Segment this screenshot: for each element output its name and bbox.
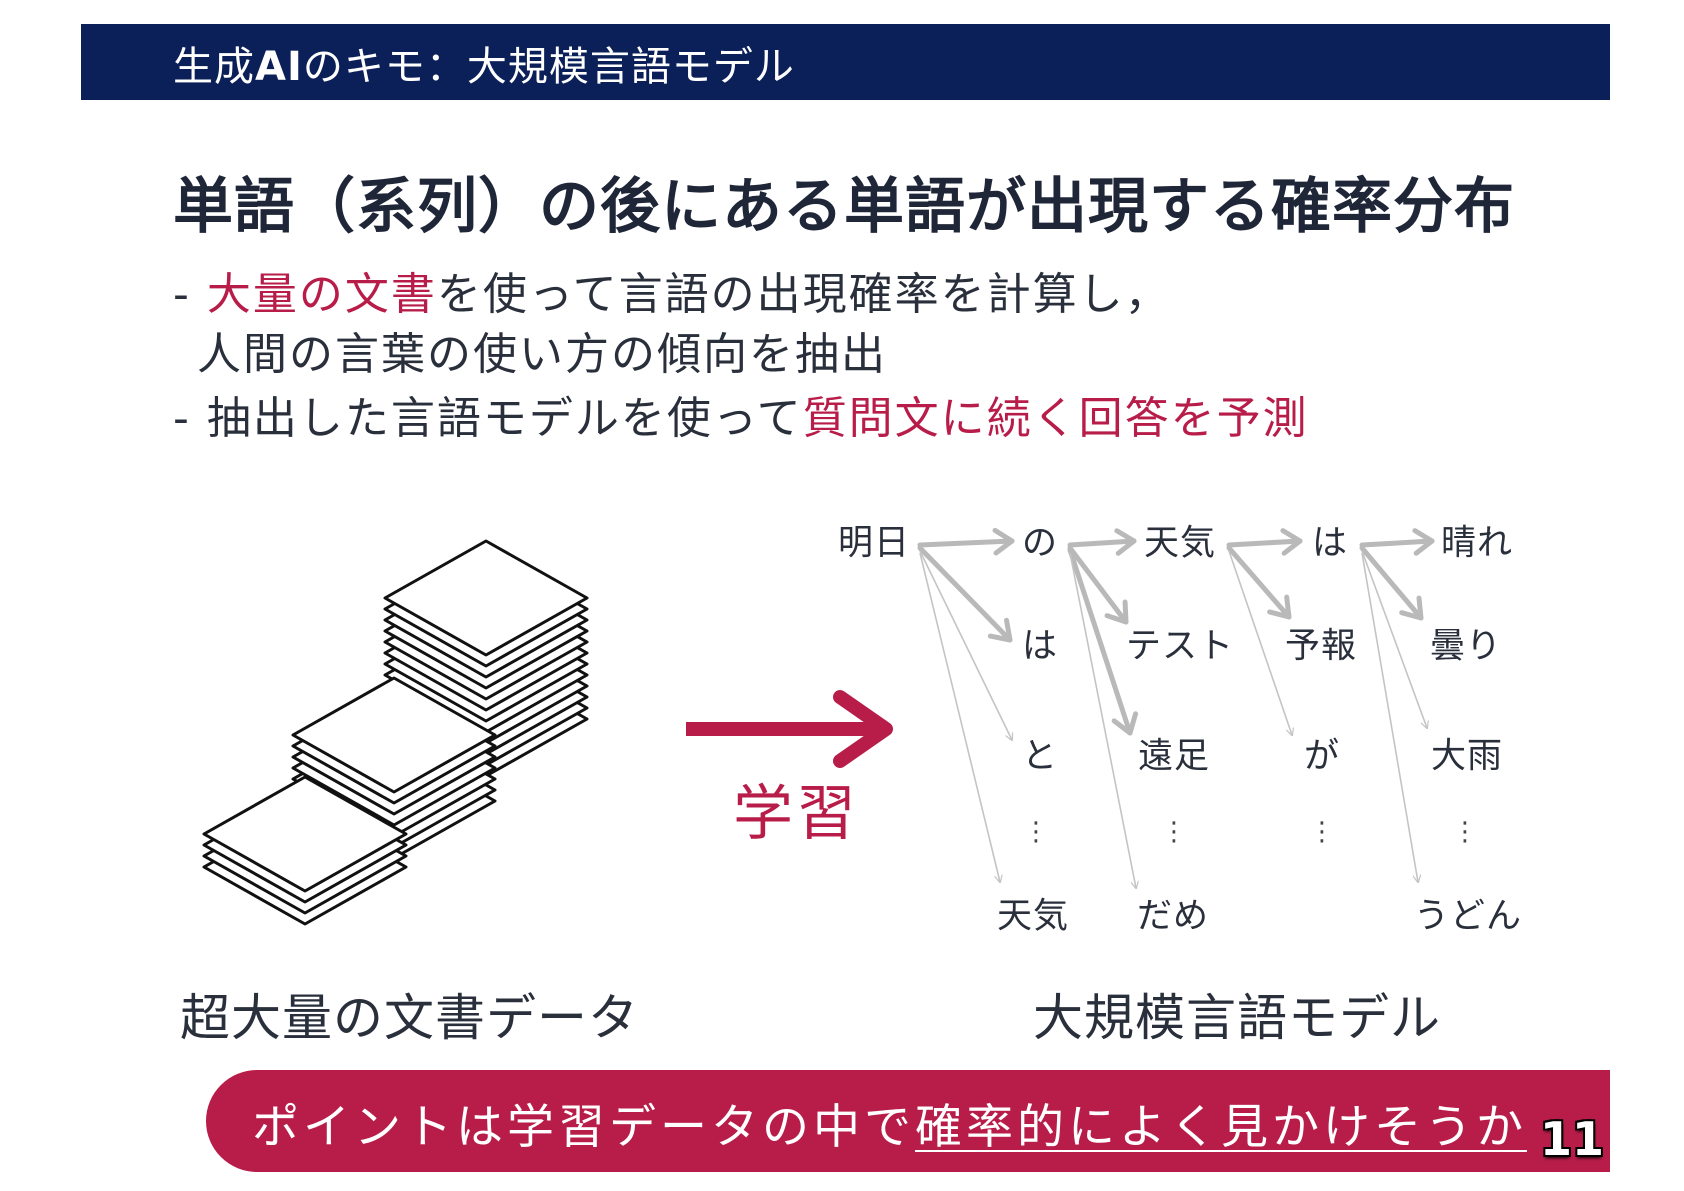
word-col2-5: だめ bbox=[1137, 888, 1209, 939]
word-col2-ellipsis: ⋮ bbox=[1161, 817, 1187, 847]
word-col4-3: 大雨 bbox=[1431, 728, 1503, 779]
word-col4-2: 曇り bbox=[1430, 618, 1502, 669]
arrow-col1-to-col2-2 bbox=[1070, 548, 1126, 622]
arrow-col2-to-col3-1 bbox=[1229, 541, 1300, 545]
arrow-source-to-col1-5 bbox=[920, 553, 1000, 882]
word-col1-5: 天気 bbox=[997, 888, 1069, 939]
word-col1-3: と bbox=[1022, 728, 1058, 779]
arrow-col2-to-col3-2 bbox=[1229, 548, 1289, 617]
word-col4-5: うどん bbox=[1414, 888, 1522, 939]
word-col3-ellipsis: ⋮ bbox=[1309, 817, 1335, 847]
word-col2-2: テスト bbox=[1126, 618, 1234, 669]
word-col2-1: 天気 bbox=[1144, 515, 1216, 566]
arrow-col3-to-col4-3 bbox=[1362, 551, 1427, 728]
page-number: 11 bbox=[1540, 1112, 1604, 1166]
arrow-source-to-col1-1 bbox=[920, 541, 1012, 545]
caption-model: 大規模言語モデル bbox=[1033, 978, 1441, 1050]
word-col3-3: が bbox=[1304, 728, 1340, 779]
arrow-col3-to-col4-1 bbox=[1362, 541, 1432, 545]
arrow-col1-to-col2-1 bbox=[1070, 541, 1134, 545]
caption-documents: 超大量の文書データ bbox=[180, 978, 639, 1050]
word-col3-1: は bbox=[1312, 515, 1348, 566]
arrow-source-to-col1-3 bbox=[920, 551, 1012, 740]
word-col1-1: の bbox=[1022, 515, 1058, 566]
arrow-col2-to-col3-3 bbox=[1229, 551, 1292, 735]
word-col4-ellipsis: ⋮ bbox=[1452, 817, 1478, 847]
word-col1-ellipsis: ⋮ bbox=[1023, 817, 1049, 847]
arrow-source-to-col1-2 bbox=[920, 548, 1010, 640]
key-point-text-plain: ポイントは学習データの中で bbox=[252, 1100, 915, 1155]
word-col2-3: 遠足 bbox=[1138, 728, 1210, 779]
word-col1-2: は bbox=[1022, 618, 1058, 669]
key-point-text-underlined: 確率的によく見かけそうか bbox=[915, 1100, 1527, 1155]
word-source: 明日 bbox=[838, 515, 910, 566]
key-point-text: ポイントは学習データの中で確率的によく見かけそうか bbox=[252, 1088, 1527, 1157]
word-col4-1: 晴れ bbox=[1441, 515, 1513, 566]
word-col3-2: 予報 bbox=[1285, 618, 1357, 669]
